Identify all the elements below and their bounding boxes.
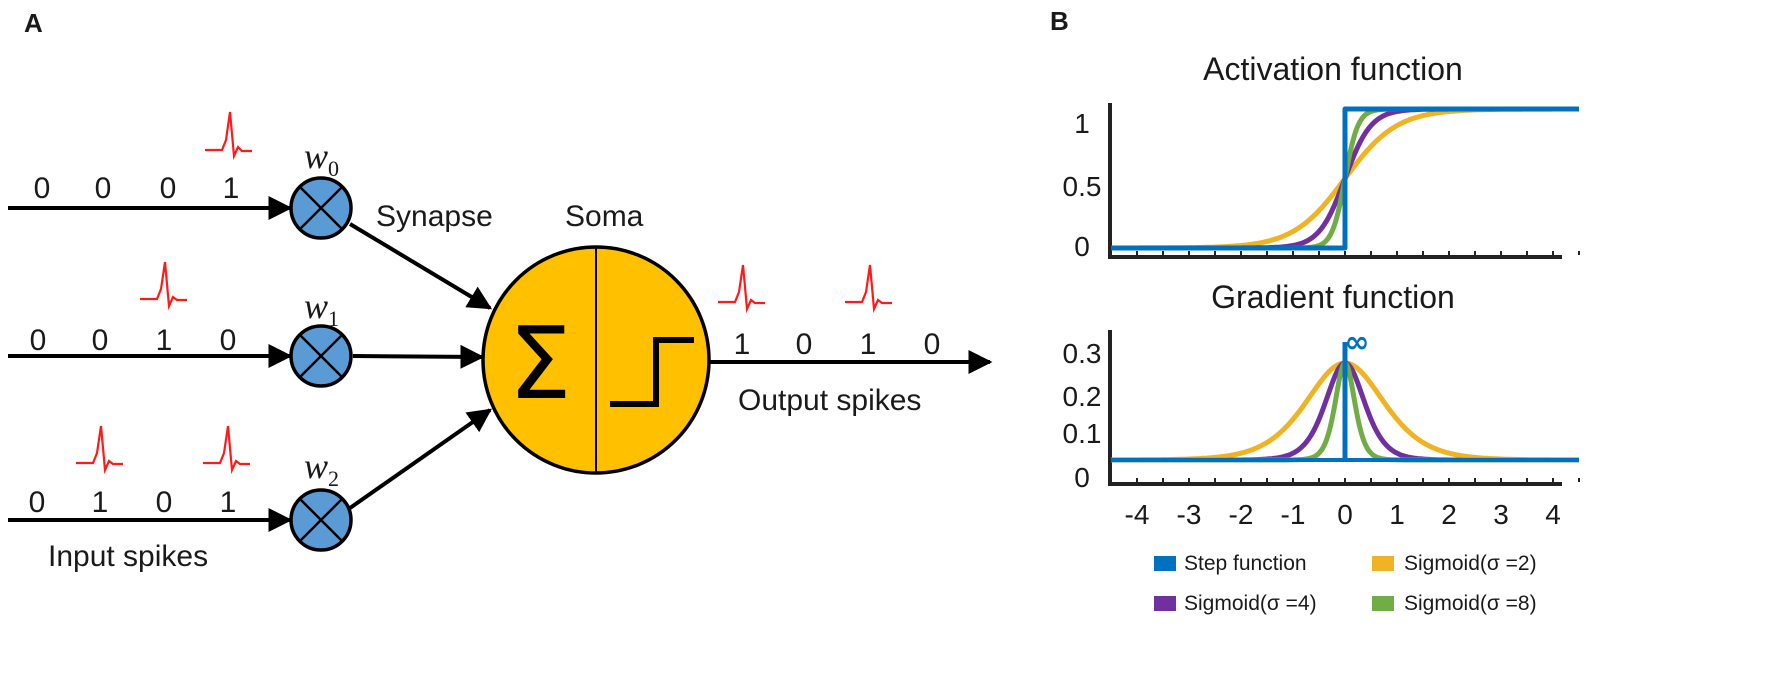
x-tick-label: 2 [1441, 499, 1457, 530]
legend-item: Step function [1154, 552, 1307, 575]
weight-label-2: w2 [304, 446, 339, 491]
x-tick-labels: -4 -3 -2 -1 0 1 2 3 4 [1125, 499, 1561, 530]
x-tick-label: 0 [1337, 499, 1353, 530]
spike-digit: 0 [30, 324, 47, 357]
panel-b-letter: B [1050, 6, 1069, 36]
synapse-0 [289, 176, 353, 240]
spike-waveform [76, 425, 123, 475]
legend-swatch [1154, 596, 1176, 611]
spike-waveform [205, 111, 252, 161]
spike-waveform [845, 264, 892, 314]
legend-item: Sigmoid(σ =8) [1372, 592, 1537, 615]
output-train: 1 0 1 0 [734, 328, 941, 361]
spike-waveform [203, 425, 250, 475]
x-tick-label: 1 [1389, 499, 1405, 530]
synapse-arrow-1 [352, 344, 485, 369]
legend-swatch [1154, 556, 1176, 571]
activation-axes: 0 0.5 1 [1063, 103, 1581, 262]
x-ticks [1110, 478, 1580, 482]
soma: Σ [481, 245, 711, 475]
spike-digit: 1 [92, 486, 109, 519]
y-tick-label: 0 [1074, 231, 1090, 262]
x-minor-ticks [1110, 251, 1580, 255]
input-train-0: 0 0 0 1 [34, 172, 240, 205]
x-tick-label: -3 [1177, 499, 1202, 530]
spike-waveforms [76, 111, 892, 475]
input-train-2: 0 1 0 1 [29, 486, 237, 519]
soma-label: Soma [565, 200, 644, 233]
y-tick-label: 0.1 [1063, 418, 1102, 449]
weight-label-0: w0 [304, 136, 339, 181]
legend-label: Step function [1184, 552, 1307, 575]
activation-series [1109, 106, 1581, 251]
synapse-1 [289, 324, 353, 388]
gradient-axes: 0 0.1 0.2 0.3 ∞ [1063, 325, 1581, 493]
x-tick-label: 4 [1545, 499, 1561, 530]
panel-a-letter: A [24, 8, 43, 38]
activation-line-step-function [1111, 106, 1579, 251]
spike-digit: 1 [860, 328, 877, 361]
y-tick-label: 0.5 [1063, 171, 1102, 202]
output-spikes-label: Output spikes [738, 384, 921, 417]
summation-symbol: Σ [508, 305, 571, 422]
weight-label-1: w1 [304, 286, 339, 331]
legend-item: Sigmoid(σ =2) [1372, 552, 1537, 575]
legend-label: Sigmoid(σ =4) [1184, 592, 1317, 615]
y-tick-label: 0 [1074, 462, 1090, 493]
spike-digit: 0 [92, 324, 109, 357]
x-tick-label: -4 [1125, 499, 1150, 530]
spike-digit: 0 [95, 172, 112, 205]
legend-item: Sigmoid(σ =4) [1154, 592, 1317, 615]
input-spikes-label: Input spikes [48, 540, 208, 573]
infinity-annotation: ∞ [1345, 325, 1370, 360]
synapse-label: Synapse [376, 200, 493, 233]
spike-digit: 1 [734, 328, 751, 361]
legend-swatch [1372, 596, 1394, 611]
legend: Step function Sigmoid(σ =2) Sigmoid(σ =4… [1154, 552, 1537, 615]
spike-digit: 0 [156, 486, 173, 519]
legend-swatch [1372, 556, 1394, 571]
spike-digit: 1 [220, 486, 237, 519]
spike-digit: 0 [796, 328, 813, 361]
spike-digit: 0 [924, 328, 941, 361]
gradient-title: Gradient function [1211, 279, 1455, 315]
y-tick-label: 1 [1074, 108, 1090, 139]
spike-digit: 0 [160, 172, 177, 205]
spike-digit: 0 [220, 324, 237, 357]
spike-digit: 1 [156, 324, 173, 357]
x-tick-label: -1 [1281, 499, 1306, 530]
synapse-arrow-2 [348, 408, 492, 510]
spike-waveform [140, 261, 187, 311]
y-tick-label: 0.2 [1063, 381, 1102, 412]
x-tick-label: 3 [1493, 499, 1509, 530]
spike-waveform [718, 264, 765, 314]
legend-label: Sigmoid(σ =2) [1404, 552, 1537, 575]
panel-b: B Activation function Gradient function … [1050, 6, 1581, 615]
y-tick-label: 0.3 [1063, 338, 1102, 369]
synapse-arrow-0 [348, 222, 493, 310]
panel-a: A 0 0 0 1 0 0 1 0 0 1 0 1 1 [8, 8, 993, 573]
gradient-series [1109, 342, 1581, 463]
synapse-2 [289, 488, 353, 552]
activation-title: Activation function [1203, 51, 1463, 87]
spike-digit: 1 [223, 172, 240, 205]
spike-digit: 0 [29, 486, 46, 519]
x-tick-label: -2 [1229, 499, 1254, 530]
spike-digit: 0 [34, 172, 51, 205]
input-train-1: 0 0 1 0 [30, 324, 237, 357]
threshold-step-icon [610, 337, 694, 407]
legend-label: Sigmoid(σ =8) [1404, 592, 1537, 615]
